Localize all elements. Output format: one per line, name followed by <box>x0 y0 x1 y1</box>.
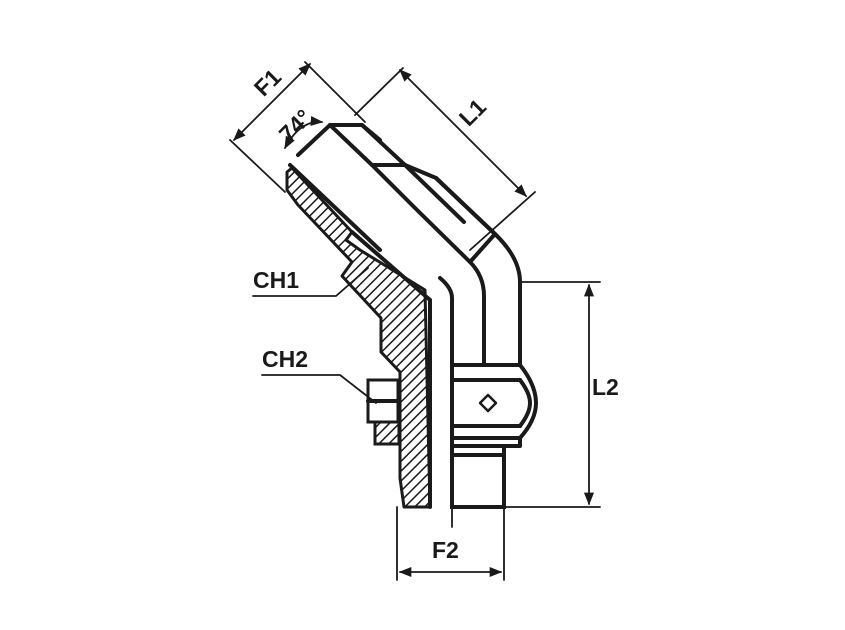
f1-label: F1 <box>249 64 287 102</box>
bore-line-angled <box>350 230 432 302</box>
l1-dimension <box>399 69 527 197</box>
ch1-label: CH1 <box>253 267 299 293</box>
hex-vertex-mark <box>478 393 498 413</box>
f2-label: F2 <box>432 537 459 563</box>
l2-label: L2 <box>592 374 619 400</box>
elbow-outer <box>493 232 522 367</box>
lower-thread <box>450 444 506 509</box>
ch2-label: CH2 <box>262 346 308 372</box>
f1-dimension <box>233 63 311 141</box>
ch1-leader <box>252 267 369 297</box>
angle-label: 74° <box>274 104 317 147</box>
l1-label: L1 <box>454 94 492 132</box>
angle-arc <box>284 115 324 150</box>
lower-hex <box>450 363 538 440</box>
o-ring-seal <box>373 420 401 446</box>
ch2-leader <box>261 374 377 404</box>
body-section-hatched <box>285 166 432 509</box>
elbow-mid <box>468 260 486 367</box>
tube-shoulder <box>288 163 382 252</box>
flare-seat <box>328 123 407 167</box>
elbow-inner <box>438 276 454 367</box>
upper-hex-edge <box>403 163 497 236</box>
upper-hex <box>370 163 497 264</box>
